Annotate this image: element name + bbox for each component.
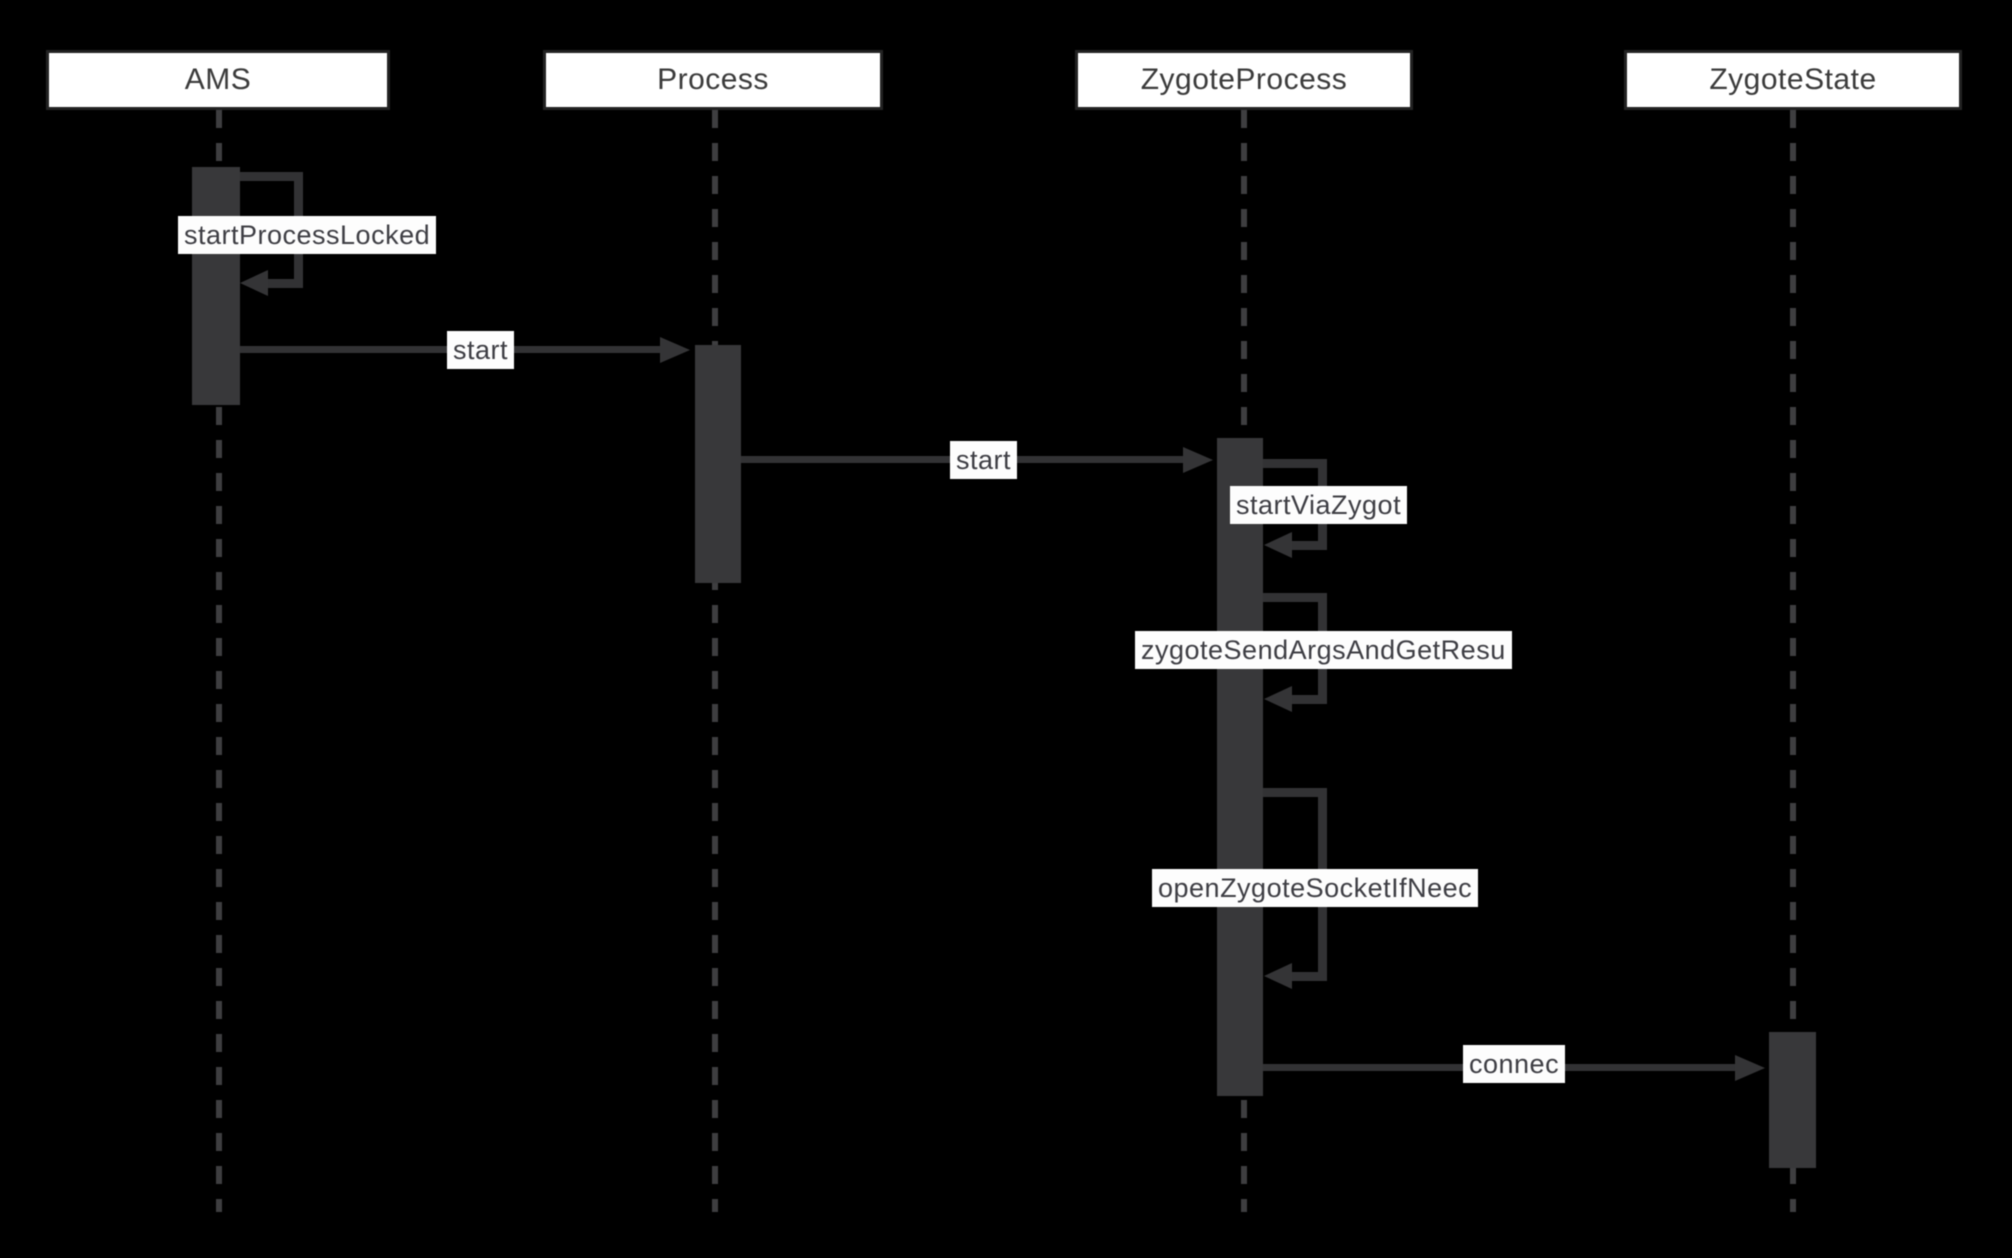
message-label-start-1: start <box>447 331 515 369</box>
participant-box-ams: AMS <box>46 50 390 110</box>
participant-label-process: Process <box>657 63 769 96</box>
participant-box-zygotestate: ZygoteState <box>1624 50 1962 110</box>
self-call-zp1-bottom-line <box>1292 541 1327 550</box>
participant-label-zygoteprocess: ZygoteProcess <box>1140 63 1348 96</box>
activation-process <box>695 345 741 583</box>
arrowhead-left-icon <box>1264 963 1292 989</box>
participant-box-zygoteprocess: ZygoteProcess <box>1075 50 1413 110</box>
self-call-zp1-top-line <box>1263 459 1327 468</box>
lifeline-zygotestate <box>1790 110 1796 1212</box>
message-label-start-2: start <box>950 441 1018 479</box>
message-label-openzygotesocket: openZygoteSocketIfNeec <box>1152 869 1479 907</box>
arrowhead-left-icon <box>1264 532 1292 558</box>
participant-label-zygotestate: ZygoteState <box>1709 63 1877 96</box>
arrowhead-left-icon <box>1264 686 1292 712</box>
lifeline-process <box>712 110 718 1212</box>
lifeline-ams <box>216 110 222 1212</box>
message-label-startprocesslocked: startProcessLocked <box>178 216 437 254</box>
self-call-zp2-top-line <box>1263 593 1327 602</box>
arrowhead-right-icon <box>1735 1055 1765 1081</box>
arrowhead-left-icon <box>240 270 268 296</box>
message-label-zygotesendargs: zygoteSendArgsAndGetResu <box>1135 631 1512 669</box>
participant-label-ams: AMS <box>184 63 252 96</box>
self-call-zp3-bottom-line <box>1292 972 1327 981</box>
self-call-ams-bottom-line <box>266 279 303 288</box>
self-call-ams-top-line <box>240 172 303 181</box>
message-label-startviazygote: startViaZygot <box>1230 486 1408 524</box>
arrowhead-right-icon <box>1183 447 1213 473</box>
activation-ams <box>192 167 240 405</box>
self-call-zp3-top-line <box>1263 788 1327 797</box>
self-call-zp2-bottom-line <box>1292 695 1327 704</box>
activation-zygotestate <box>1769 1032 1816 1168</box>
participant-box-process: Process <box>543 50 883 110</box>
activation-zygoteprocess <box>1217 438 1263 1096</box>
arrowhead-right-icon <box>660 337 690 363</box>
message-label-connect: connec <box>1463 1045 1566 1083</box>
